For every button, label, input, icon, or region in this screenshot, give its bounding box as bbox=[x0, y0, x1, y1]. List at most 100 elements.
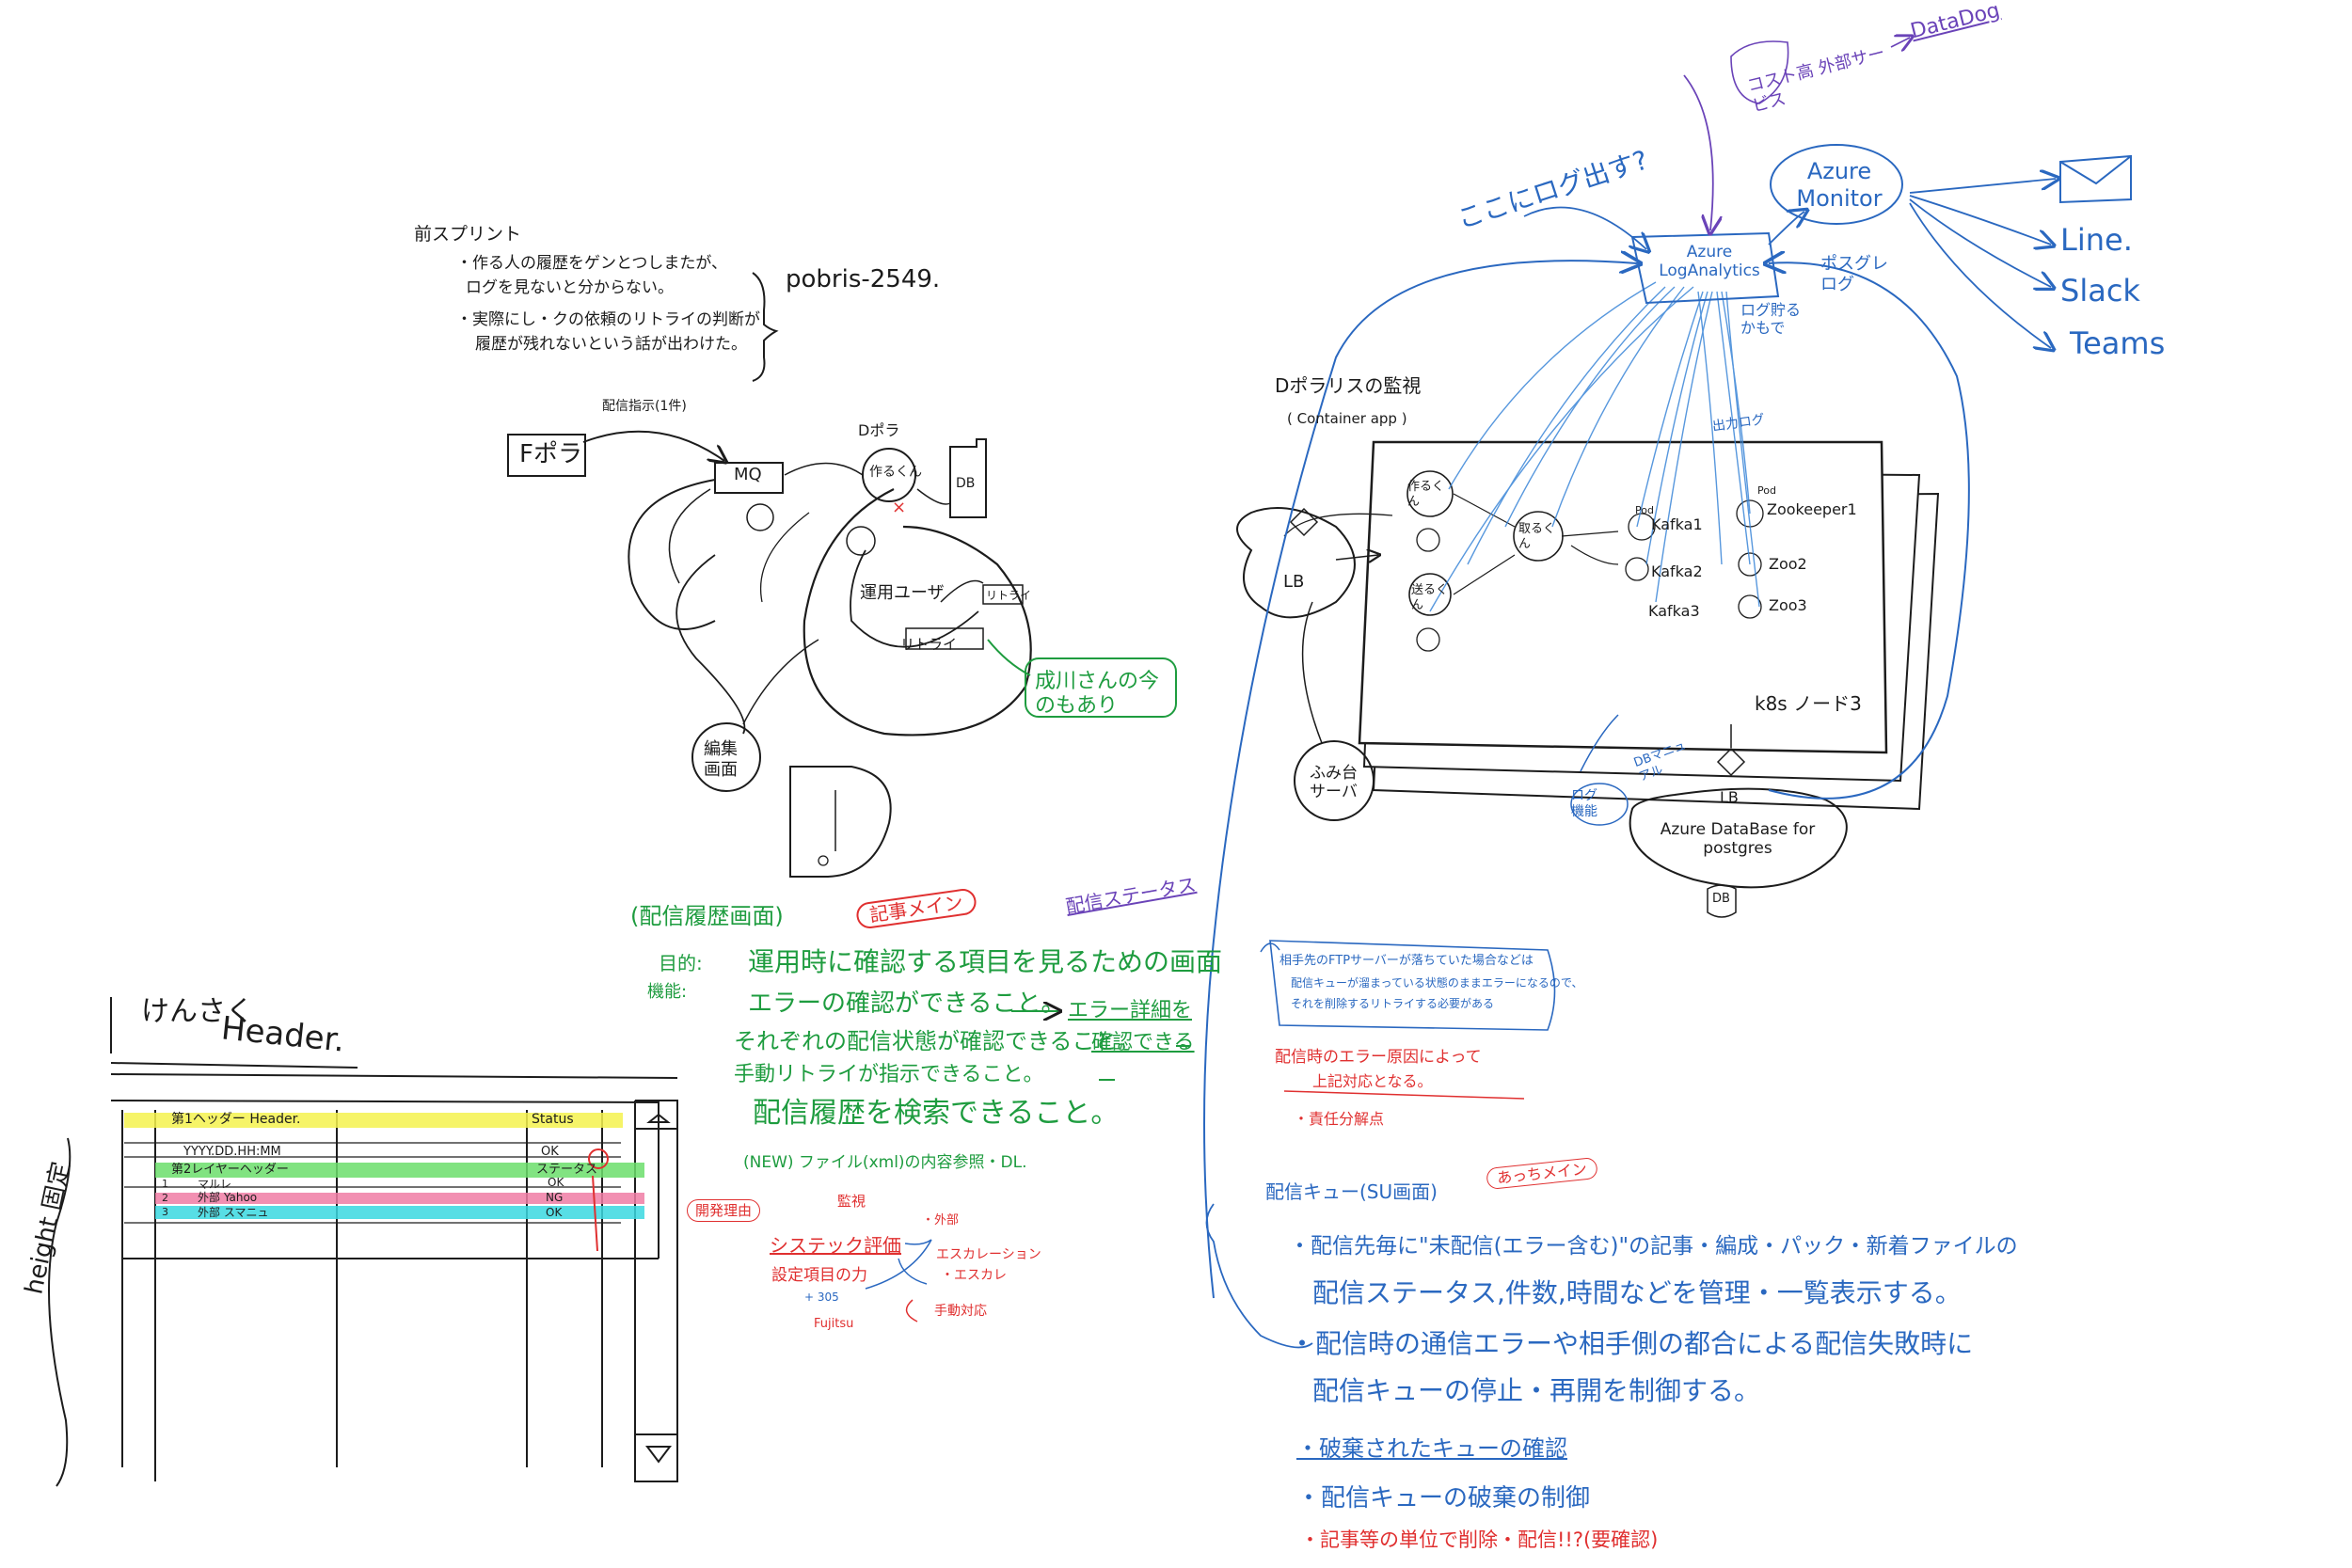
wireframe-lines bbox=[48, 997, 678, 1487]
func-label: 機能: bbox=[647, 982, 688, 1002]
history-title: (配信履歴画面) bbox=[630, 903, 784, 929]
db-label: DB bbox=[956, 476, 976, 491]
mq-box bbox=[714, 462, 784, 494]
func-1: エラーの確認ができること。 bbox=[748, 990, 1066, 1018]
wf-row-num-2: 2 bbox=[162, 1192, 168, 1204]
wf-row4-status: OK bbox=[548, 1176, 564, 1189]
wf-header-label: けんさく bbox=[141, 995, 254, 1028]
small-note: + 305 bbox=[804, 1291, 839, 1304]
wf-row-num-1: 1 bbox=[162, 1178, 168, 1190]
edit-screen-label: 編集画面 bbox=[704, 739, 738, 780]
fujitsu-note: Fujitsu bbox=[814, 1317, 854, 1331]
mq-label: MQ bbox=[734, 465, 762, 484]
resend-label: リトライ bbox=[900, 636, 958, 653]
pod-kafka3: Kafka3 bbox=[1648, 602, 1700, 620]
azure-log-box bbox=[1630, 231, 1780, 305]
queue-bullet-2b: 配信キューの停止・再開を制御する。 bbox=[1312, 1375, 1761, 1406]
pod-zk1-tag: Pod bbox=[1757, 484, 1776, 497]
pod-kafka2: Kafka2 bbox=[1651, 562, 1703, 580]
azure-monitor-label: Azure Monitor bbox=[1796, 158, 1883, 212]
top-notes-line1: ・作る人の履歴をゲンとつしまたが、 bbox=[456, 254, 727, 273]
func-4: 配信履歴を検索できること。 bbox=[753, 1097, 1120, 1130]
wf-row-header: 第1ヘッダー Header. bbox=[171, 1112, 301, 1127]
delivery-instruction-label: 配信指示(1件) bbox=[602, 399, 687, 414]
hl-row-layer2 bbox=[155, 1163, 644, 1178]
seiya-note-box bbox=[1025, 657, 1177, 718]
queue-bullet-3: ・破棄されたキューの確認 bbox=[1296, 1435, 1567, 1462]
purpose-text: 運用時に確認する項目を見るための画面 bbox=[748, 946, 1223, 977]
container-sub: ( Container app ) bbox=[1287, 410, 1407, 427]
postgres-label: Azure DataBase for postgres bbox=[1660, 820, 1816, 859]
postgre-log-label: ポスグレ ログ bbox=[1820, 254, 1888, 294]
star-note-1: 相手先のFTPサーバーが落ちていた場合などは bbox=[1279, 954, 1534, 968]
wf-row3: 第2レイヤーヘッダー bbox=[171, 1163, 289, 1177]
star-note-2: 配信キューが溜まっている状態のままエラーになるので、 bbox=[1291, 976, 1583, 990]
wf-row3-status: ステータス bbox=[536, 1163, 598, 1177]
queue-bullet-2a: ・配信時の通信エラーや相手側の都合による配信失敗時に bbox=[1289, 1328, 1974, 1359]
dpora-label: Dポラ bbox=[858, 421, 900, 439]
func-2-tail: 確認できる bbox=[1091, 1031, 1195, 1054]
wf-status-header: Status bbox=[532, 1112, 574, 1127]
wf-row6: 外部 スマニュ bbox=[198, 1206, 269, 1219]
azure-log-label: Azure LogAnalytics bbox=[1659, 243, 1760, 281]
pod-okuru: 送るくん bbox=[1411, 583, 1449, 612]
edit-screen-node bbox=[691, 722, 761, 792]
seiya-note: 成川さんの今のもあり bbox=[1035, 670, 1160, 719]
mail-icon bbox=[2059, 154, 2132, 204]
top-notes-line2: ログを見ないと分からない。 bbox=[466, 278, 674, 297]
purpose-label: 目的: bbox=[659, 952, 703, 974]
node-stack bbox=[1358, 440, 1940, 811]
fpora-box bbox=[507, 434, 586, 477]
channel-slack: Slack bbox=[2060, 273, 2140, 309]
retry-label: リトライ bbox=[986, 589, 1032, 602]
hl-row-header bbox=[124, 1113, 623, 1128]
ticket-id: pobris-2549. bbox=[786, 265, 941, 293]
lb-left-label: LB bbox=[1283, 572, 1305, 592]
star-note-box bbox=[1269, 940, 1556, 1031]
tsukuru-label: 作るくん bbox=[869, 465, 922, 480]
manual-note: 手動対応 bbox=[934, 1304, 987, 1319]
channel-line: Line. bbox=[2060, 222, 2133, 258]
pod-zoo3: Zoo3 bbox=[1769, 596, 1807, 614]
queue-bullet-1a: ・配信先毎に"未配信(エラー含む)"の記事・編成・パック・新着ファイルの bbox=[1289, 1234, 2018, 1259]
system-sub: 設定項目の力 bbox=[771, 1266, 867, 1285]
lb-bottom-label: LB bbox=[1720, 788, 1739, 806]
hl-row-smartnews bbox=[155, 1206, 644, 1219]
reason-badge: 開発理由 bbox=[687, 1199, 761, 1222]
star-note-3: それを削除するリトライする必要がある bbox=[1291, 997, 1495, 1010]
red-note-2: 上記対応となる。 bbox=[1312, 1072, 1433, 1090]
func-3: 手動リトライが指示できること。 bbox=[734, 1063, 1044, 1086]
lb-left bbox=[1236, 507, 1356, 619]
red-note-1: 配信時のエラー原因によって bbox=[1275, 1048, 1482, 1067]
wf-row6-status: OK bbox=[546, 1206, 563, 1219]
pod-zookeeper1: Zookeeper1 bbox=[1767, 500, 1857, 518]
func-1-arrow: エラー詳細を bbox=[1068, 999, 1193, 1022]
red-monitor-note: 監視 bbox=[837, 1193, 866, 1210]
top-notes-line3: ・実際にし・クの依頼のリトライの判断が bbox=[456, 310, 760, 329]
pod-toru: 取るくん bbox=[1518, 522, 1556, 551]
svg-text:×: × bbox=[892, 498, 906, 517]
red-note-3: ・責任分解点 bbox=[1294, 1110, 1385, 1128]
fumidai-label: ふみ台 サーバ bbox=[1310, 764, 1358, 802]
queue-bullet-4: ・配信キューの破棄の制御 bbox=[1296, 1484, 1591, 1513]
system-eval: システック評価 bbox=[770, 1234, 901, 1257]
wf-row-num-3: 3 bbox=[162, 1206, 168, 1218]
top-notes-heading: 前スプリント bbox=[414, 224, 522, 245]
pod-tsukuru: 作るくん bbox=[1407, 480, 1445, 509]
container-title: Dポラリスの監視 bbox=[1275, 374, 1422, 397]
fumidai-node bbox=[1294, 740, 1375, 821]
log-arrows bbox=[1429, 281, 1760, 612]
wf-row5-status: NG bbox=[546, 1191, 564, 1204]
wf-row2-status: OK bbox=[541, 1145, 559, 1159]
queue-brace bbox=[1205, 1203, 1313, 1349]
azure-monitor-ellipse bbox=[1770, 144, 1903, 225]
postgres-db-label: DB bbox=[1712, 892, 1730, 906]
conn-note-label: ログ機能 bbox=[1571, 788, 1597, 819]
top-notes-line4: 履歴が残れないという話が出わけた。 bbox=[475, 335, 747, 354]
fpora-label: Fポラ bbox=[519, 440, 582, 468]
log-note-label: ログ貯る かもで bbox=[1740, 301, 1802, 338]
k8s-nodes-label: k8s ノード3 bbox=[1755, 692, 1862, 715]
ops-user-label: 運用ユーザ bbox=[860, 583, 945, 603]
queue-bullet-1b: 配信ステータス,件数,時間などを管理・一覧表示する。 bbox=[1312, 1277, 1962, 1308]
